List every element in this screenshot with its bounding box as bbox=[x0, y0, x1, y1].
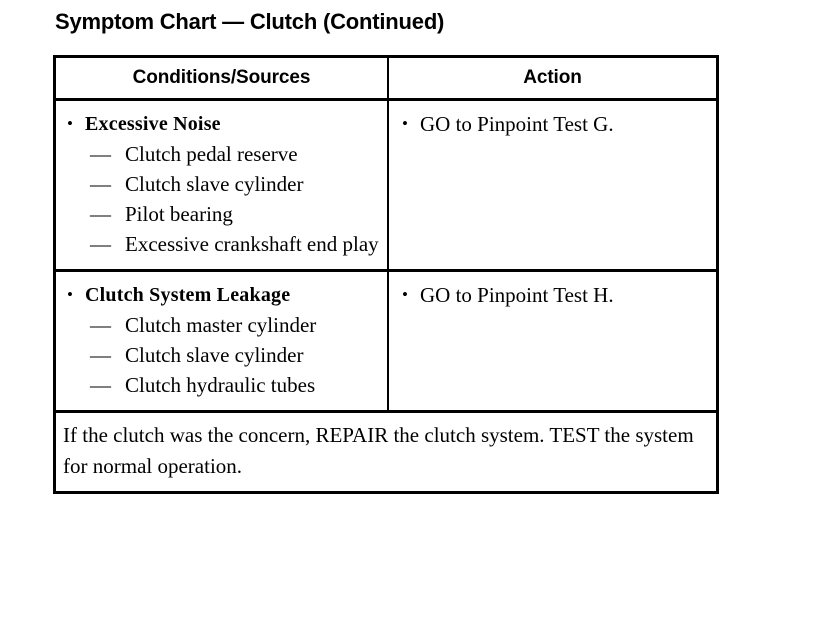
table-row: • Clutch System Leakage — Clutch master … bbox=[56, 272, 716, 413]
list-item-label: Clutch pedal reserve bbox=[125, 142, 298, 166]
table-row: • Excessive Noise — Clutch pedal reserve… bbox=[56, 101, 716, 272]
symptom-chart-table: Conditions/Sources Action • Excessive No… bbox=[53, 55, 719, 494]
conditions-cell: • Excessive Noise — Clutch pedal reserve… bbox=[56, 101, 389, 269]
action-cell: • GO to Pinpoint Test G. bbox=[389, 101, 716, 269]
list-item-label: Clutch master cylinder bbox=[125, 313, 317, 337]
action-cell-body: • GO to Pinpoint Test G. bbox=[389, 101, 716, 149]
action-line: • GO to Pinpoint Test H. bbox=[399, 280, 710, 310]
column-header-action: Action bbox=[523, 67, 582, 88]
list-item: — Excessive crankshaft end play bbox=[64, 229, 381, 259]
list-item: — Clutch slave cylinder bbox=[64, 340, 381, 370]
bullet-icon: • bbox=[402, 114, 408, 133]
condition-heading: Excessive Noise bbox=[85, 113, 221, 135]
em-dash-icon: — bbox=[90, 313, 111, 337]
action-line: • GO to Pinpoint Test G. bbox=[399, 109, 710, 139]
list-item: — Clutch hydraulic tubes bbox=[64, 370, 381, 400]
footer-note: If the clutch was the concern, REPAIR th… bbox=[63, 423, 694, 478]
action-label: GO to Pinpoint Test H. bbox=[420, 283, 614, 307]
list-item-label: Clutch slave cylinder bbox=[125, 172, 304, 196]
em-dash-icon: — bbox=[90, 232, 111, 256]
list-item: — Clutch pedal reserve bbox=[64, 139, 381, 169]
bullet-icon: • bbox=[67, 114, 73, 133]
condition-heading-line: • Excessive Noise bbox=[64, 109, 381, 139]
list-item: — Clutch master cylinder bbox=[64, 310, 381, 340]
em-dash-icon: — bbox=[90, 202, 111, 226]
list-item-label: Clutch hydraulic tubes bbox=[125, 373, 316, 397]
bullet-icon: • bbox=[67, 285, 73, 304]
em-dash-icon: — bbox=[90, 142, 111, 166]
em-dash-icon: — bbox=[90, 343, 111, 367]
action-cell-body: • GO to Pinpoint Test H. bbox=[389, 272, 716, 320]
action-label: GO to Pinpoint Test G. bbox=[420, 112, 614, 136]
column-header-conditions-sources: Conditions/Sources bbox=[56, 58, 389, 98]
conditions-cell-body: • Excessive Noise — Clutch pedal reserve… bbox=[56, 101, 387, 269]
condition-heading: Clutch System Leakage bbox=[85, 284, 291, 306]
list-item-label: Pilot bearing bbox=[125, 202, 233, 226]
em-dash-icon: — bbox=[90, 172, 111, 196]
em-dash-icon: — bbox=[90, 373, 111, 397]
condition-heading-line: • Clutch System Leakage bbox=[64, 280, 381, 310]
bullet-icon: • bbox=[402, 285, 408, 304]
table-header-row: Conditions/Sources Action bbox=[56, 58, 716, 101]
list-item-label: Clutch slave cylinder bbox=[125, 343, 304, 367]
action-cell: • GO to Pinpoint Test H. bbox=[389, 272, 716, 410]
list-item-label: Excessive crankshaft end play bbox=[125, 232, 379, 256]
list-item: — Clutch slave cylinder bbox=[64, 169, 381, 199]
conditions-cell-body: • Clutch System Leakage — Clutch master … bbox=[56, 272, 387, 410]
list-item: — Pilot bearing bbox=[64, 199, 381, 229]
conditions-cell: • Clutch System Leakage — Clutch master … bbox=[56, 272, 389, 410]
table-footer-row: If the clutch was the concern, REPAIR th… bbox=[56, 413, 716, 491]
page-title: Symptom Chart — Clutch (Continued) bbox=[55, 9, 445, 34]
